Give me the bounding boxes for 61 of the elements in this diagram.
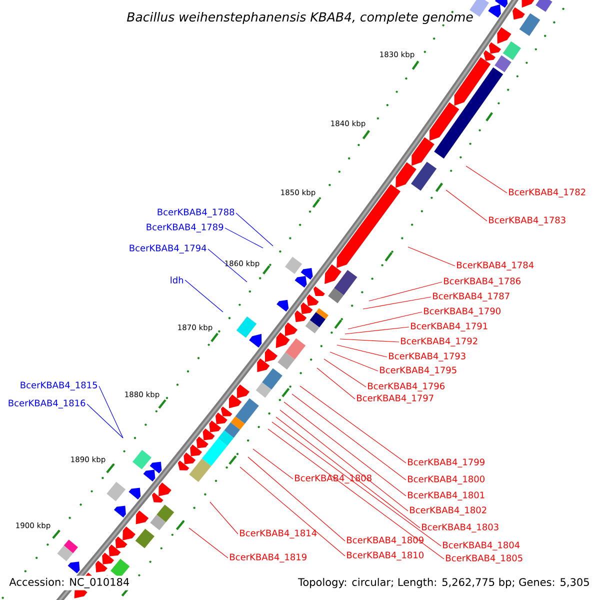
gene-label: BcerKBAB4_1804 (443, 542, 520, 550)
leader-line (236, 212, 274, 246)
gene-label: BcerKBAB4_1795 (380, 366, 456, 376)
leader-line (86, 404, 124, 438)
gene-label: ldh (170, 276, 184, 284)
info-text: Topology: circular; Length: 5,262,775 bp; Genes: 5,305 (296, 576, 592, 590)
info-text: Accession: NC_010184 (7, 576, 132, 590)
gene-label: BcerKBAB4_1819 (230, 554, 306, 562)
leader-line (240, 466, 346, 556)
leader-line (292, 394, 406, 480)
gene-label: BcerKBAB4_1793 (389, 352, 466, 362)
leader-line (348, 312, 422, 330)
gene-label: BcerKBAB4_1815 (20, 382, 97, 390)
leader-line (362, 296, 432, 310)
leader-line (284, 402, 406, 496)
leader-line (324, 358, 366, 388)
gene-label: BcerKBAB4_1801 (408, 492, 484, 500)
gene-label: BcerKBAB4_1800 (408, 476, 484, 484)
leader-line (368, 282, 442, 302)
leader-line (224, 228, 264, 248)
gene-label: BcerKBAB4_1816 (8, 400, 86, 408)
gene-label: BcerKBAB4_1786 (444, 278, 521, 286)
gene-label: BcerKBAB4_1791 (411, 322, 488, 332)
gene-label: BcerKBAB4_1810 (347, 552, 424, 560)
gene-label: BcerKBAB4_1782 (509, 188, 586, 198)
leader-line (184, 280, 224, 312)
gene-label: BcerKBAB4_1797 (357, 394, 434, 404)
leader-line (248, 456, 346, 542)
gene-label: BcerKBAB4_1803 (422, 524, 498, 532)
leader-line (98, 386, 124, 438)
leader-line (340, 338, 400, 342)
gene-label: BcerKBAB4_1814 (240, 530, 317, 538)
title: Bacillus weihenstephanensis KBAB4, complete genome (126, 12, 473, 24)
leader-line (446, 190, 488, 222)
leader-line (208, 248, 248, 282)
gene-label: BcerKBAB4_1784 (457, 262, 534, 270)
gene-label: BcerKBAB4_1789 (146, 224, 224, 232)
leader-line (210, 502, 238, 534)
leader-line (408, 246, 456, 266)
gene-label: BcerKBAB4_1787 (433, 292, 510, 302)
gene-label: BcerKBAB4_1783 (489, 216, 566, 226)
leader-line (268, 428, 444, 560)
gene-label: BcerKBAB4_1788 (158, 208, 234, 218)
leader-line (330, 352, 378, 372)
leader-line (272, 422, 442, 546)
leader-line (252, 448, 294, 480)
leader-line (280, 410, 408, 512)
leader-line (336, 344, 388, 358)
gene-label: BcerKBAB4_1792 (401, 338, 478, 346)
gene-label: BcerKBAB4_1805 (446, 554, 522, 564)
leader-line (300, 386, 406, 464)
gene-label: BcerKBAB4_1796 (368, 382, 445, 392)
gene-label: BcerKBAB4_1794 (130, 244, 206, 254)
gene-label: BcerKBAB4_1799 (408, 458, 484, 468)
leader-line (188, 528, 228, 558)
leader-line (344, 326, 410, 334)
gene-label: BcerKBAB4_1802 (410, 506, 486, 516)
gene-label: BcerKBAB4_1790 (424, 308, 500, 316)
leader-line (466, 166, 508, 194)
leader-line (316, 368, 356, 400)
leader-line (276, 416, 420, 528)
